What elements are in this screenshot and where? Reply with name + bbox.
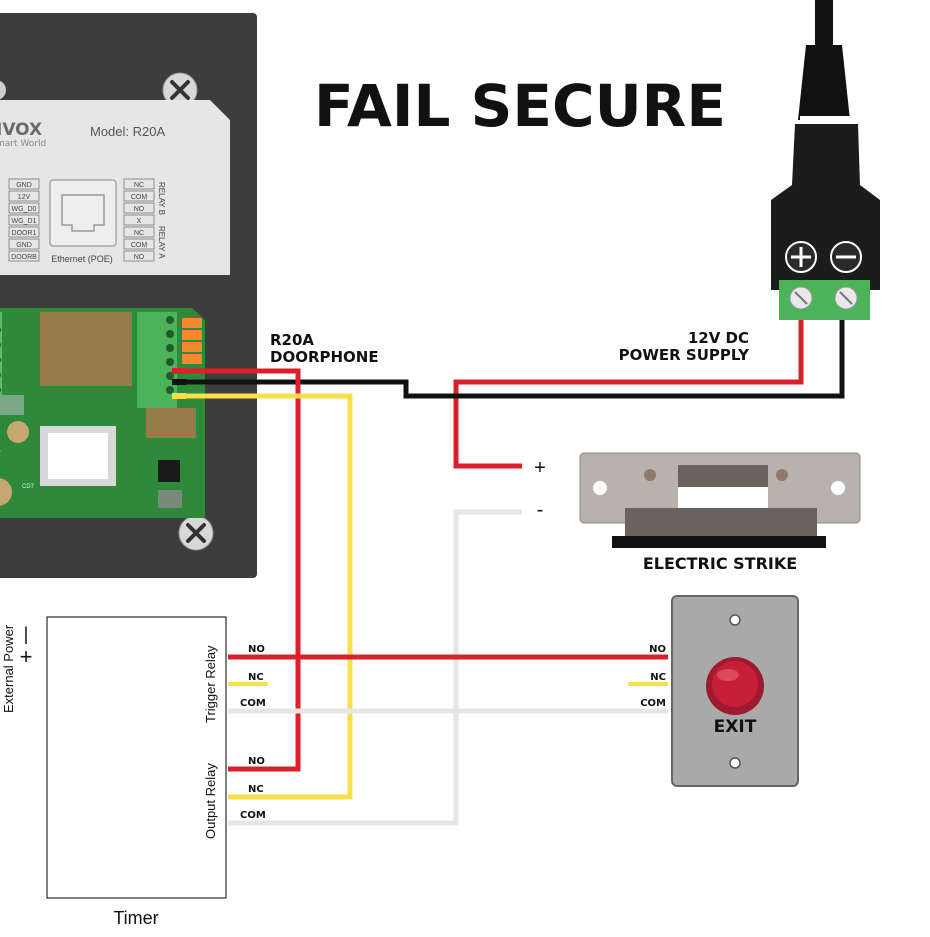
wire-end [172, 393, 186, 399]
left-pin-labels: GND 12V WG_D0 WG_D1 DOOR1 GND DOORB [8, 178, 40, 262]
doorphone-label-2: DOORPHONE [270, 348, 379, 366]
ethernet-jack-icon [61, 194, 105, 232]
exit-terminal-label: NC [650, 672, 666, 683]
exit-terminal-label: NO [649, 644, 666, 655]
pin-label: GND [16, 242, 32, 249]
output-terminal-label: NO [248, 756, 265, 767]
wires [175, 320, 845, 826]
wire-red-doorphone [175, 368, 301, 772]
output-relay-label: Output Relay [203, 763, 218, 839]
timer-box [46, 616, 227, 899]
screw-icon [0, 80, 6, 100]
strike-minus-label: - [537, 499, 544, 521]
right-pin-labels: NC COM NO X NC COM NO [123, 178, 155, 262]
electric-strike-label: ELECTRIC STRIKE [643, 554, 797, 573]
trigger-terminal-label: COM [240, 698, 266, 709]
pin-label: GND [16, 182, 32, 189]
pin-label: WG_D0 [12, 206, 37, 213]
strike-plus-label: + [534, 457, 546, 479]
output-terminal-label: COM [240, 810, 266, 821]
pin-label: COM [131, 242, 148, 249]
pcb-connector-left [0, 312, 2, 402]
power-supply-connector [771, 0, 880, 320]
exit-label: EXIT [714, 717, 757, 737]
pin-label: DOORB [11, 254, 37, 261]
wire-end [172, 379, 186, 385]
pin-label: NC [134, 182, 144, 189]
pin-label: NO [134, 206, 145, 213]
power-supply-label-2: POWER SUPPLY [619, 346, 751, 364]
pin-label: NO [134, 254, 145, 261]
brand-tagline: mart World [0, 139, 46, 149]
pcb-capacitor [7, 421, 29, 443]
external-power-plus: + [20, 644, 33, 669]
relay-b-label: RELAY B [157, 182, 166, 215]
screw-icon [178, 515, 214, 551]
model-number: Model: R20A [90, 124, 165, 139]
output-terminal-label: NC [248, 784, 264, 795]
pcb-capacitor [0, 478, 12, 506]
wire-yellow-doorphone [175, 393, 353, 800]
external-power-label: External Power [1, 624, 16, 713]
pin-label: 12V [18, 194, 31, 201]
wire-white-strike-negative [228, 509, 522, 826]
ethernet-port [49, 179, 117, 247]
pin-label: NC [134, 230, 144, 237]
trigger-terminal-label: NO [248, 644, 265, 655]
pin-label: X [137, 218, 142, 225]
brand-name: IVOX [0, 120, 42, 140]
relay-a-label: RELAY A [157, 226, 166, 259]
pcb-chip [40, 312, 132, 386]
exit-button-plate [671, 595, 799, 787]
ethernet-label: Ethernet (POE) [51, 254, 113, 264]
trigger-terminal-label: NC [248, 672, 264, 683]
pin-label: COM [131, 194, 148, 201]
doorphone-device: IVOX mart World Model: R20A GND 12V WG_D… [0, 13, 257, 578]
wire-black-ground [175, 320, 845, 399]
wire-end [172, 368, 186, 374]
wire-red-power [453, 320, 804, 469]
external-power-minus: | [24, 624, 29, 644]
timer-label: Timer [113, 908, 158, 928]
exit-terminal-label: COM [640, 698, 666, 709]
diagram-title: FAIL SECURE [314, 72, 726, 140]
pcb-label: 47 [0, 451, 1, 457]
doorphone-label-1: R20A [270, 331, 314, 349]
power-supply-label-1: 12V DC [688, 329, 749, 347]
pin-label: WG_D1 [12, 218, 37, 225]
trigger-relay-label: Trigger Relay [203, 645, 218, 723]
pin-label: DOOR1 [12, 230, 37, 237]
electric-strike [579, 452, 861, 548]
pcb-label: CD7 [22, 484, 35, 490]
